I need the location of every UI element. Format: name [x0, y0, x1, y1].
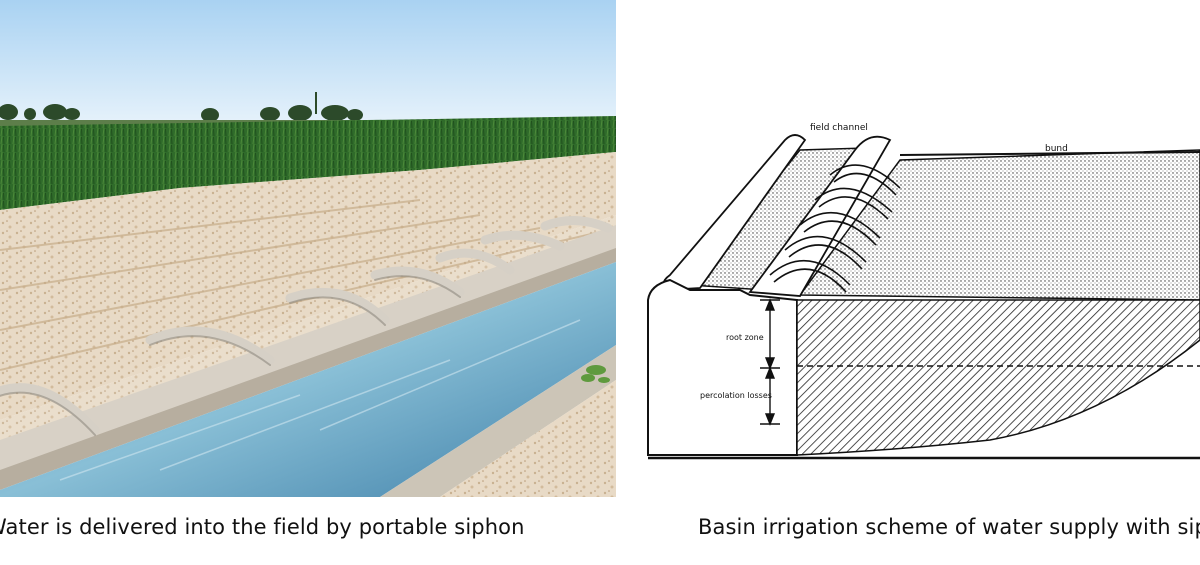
tree-line [0, 92, 363, 122]
bund-line [899, 151, 1200, 156]
label-bund: bund [1045, 144, 1068, 154]
channel-bank [0, 225, 616, 475]
label-root-zone: root zone [726, 333, 764, 342]
label-field-channel: field channel [810, 123, 868, 133]
diagram-caption: Basin irrigation scheme of water supply … [698, 515, 1200, 539]
sky [0, 0, 616, 125]
soil-section [796, 299, 1200, 456]
irrigation-photo [0, 0, 616, 497]
siphon-photo-illustration [0, 0, 616, 497]
siphon-pipes [0, 215, 613, 435]
weed [581, 365, 610, 383]
channel-water [0, 262, 616, 497]
diagram-siphons [769, 164, 901, 293]
photo-caption: Water is delivered into the field by por… [0, 515, 525, 539]
crop-field [0, 116, 616, 210]
front-profile [647, 278, 798, 456]
label-percolation-losses: percolation losses [700, 391, 772, 400]
dimension-arrows [760, 298, 780, 426]
basin-irrigation-diagram: field channel bund root zone percolation… [616, 0, 1200, 497]
basin-cross-section: field channel bund root zone percolation… [647, 123, 1200, 460]
soil-furrows [0, 152, 616, 420]
